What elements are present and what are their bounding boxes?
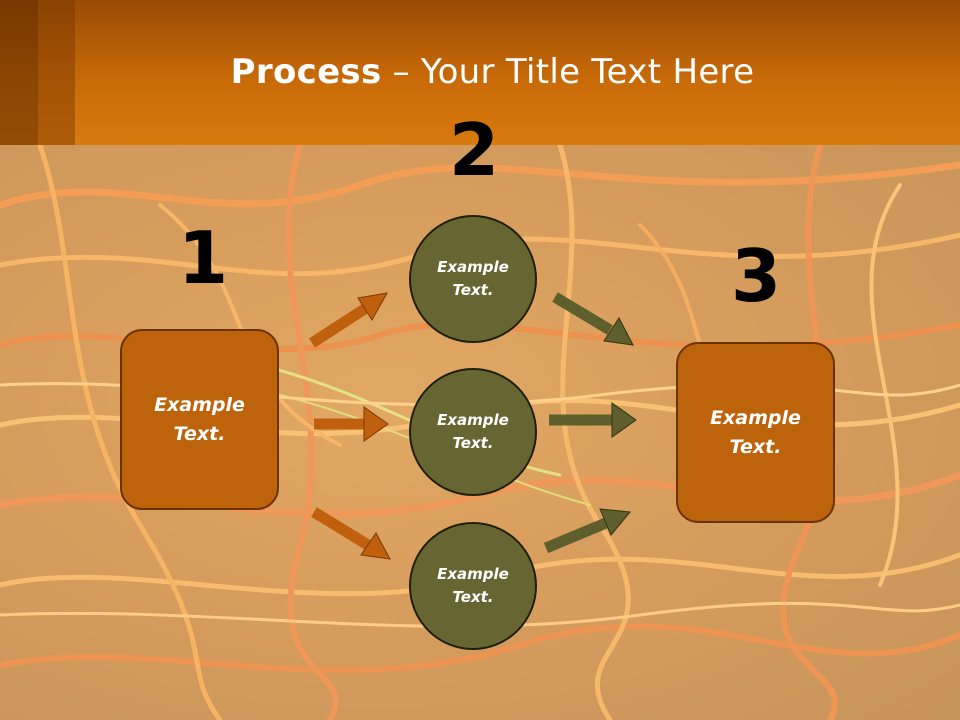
step-number-2: 2 xyxy=(449,108,500,192)
box-text-line: Text. xyxy=(173,422,226,445)
box-text-line: Example xyxy=(710,406,801,429)
arrow-left-to-middle xyxy=(314,406,389,442)
circle-text-line: Example xyxy=(437,411,509,429)
circle-middle: Example Text. xyxy=(409,368,537,496)
arrow-middle-to-right xyxy=(549,402,637,438)
title-rest: – Your Title Text Here xyxy=(381,52,755,92)
left-step-box: Example Text. xyxy=(120,329,279,510)
circle-text-line: Text. xyxy=(452,434,494,452)
circle-top: Example Text. xyxy=(409,215,537,343)
slide-title: Process – Your Title Text Here xyxy=(0,52,960,92)
header-accent-bar xyxy=(38,0,75,145)
step-number-3: 3 xyxy=(731,234,782,318)
arrow-bottom-to-right xyxy=(543,508,631,554)
arrow-left-to-bottom xyxy=(311,507,391,560)
circle-text-line: Text. xyxy=(452,281,494,299)
title-bar: Process – Your Title Text Here xyxy=(0,0,960,145)
box-text-line: Example xyxy=(154,393,245,416)
arrow-left-to-top xyxy=(309,292,388,348)
title-bold: Process xyxy=(230,52,382,92)
arrow-top-to-right xyxy=(552,292,634,346)
circle-text-line: Example xyxy=(437,565,509,583)
circle-text-line: Text. xyxy=(452,588,494,606)
box-text-line: Text. xyxy=(729,435,782,458)
right-step-box: Example Text. xyxy=(676,342,835,523)
header-accent-bar xyxy=(0,0,38,145)
step-number-1: 1 xyxy=(178,216,229,300)
circle-text-line: Example xyxy=(437,258,509,276)
circle-bottom: Example Text. xyxy=(409,522,537,650)
